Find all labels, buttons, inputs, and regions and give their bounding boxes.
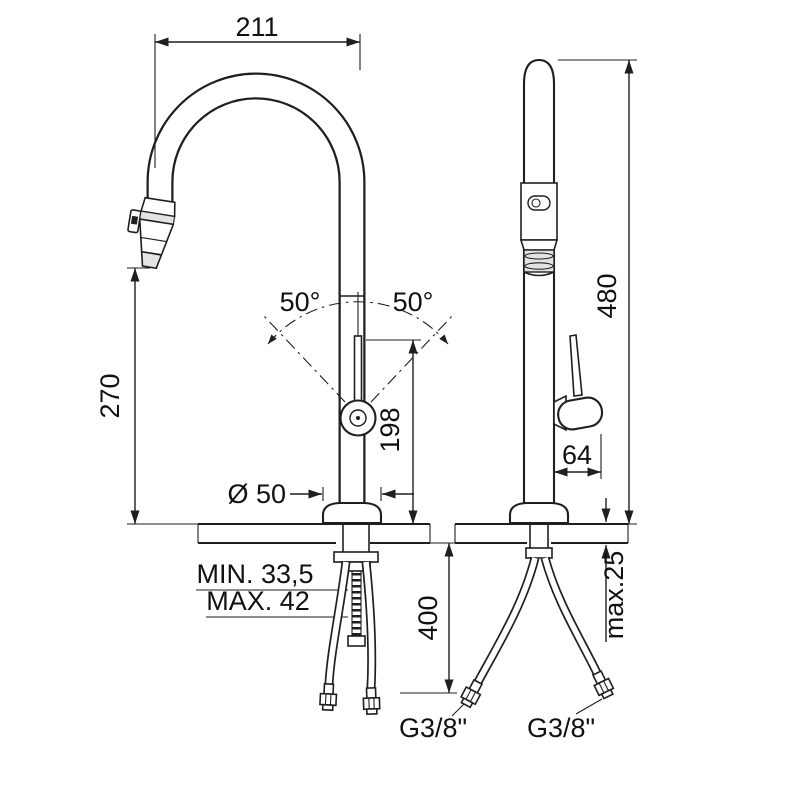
left-connection-label: G3/8" — [399, 713, 467, 743]
dim-total-height: 480 — [558, 59, 637, 525]
side-base-flange — [508, 501, 570, 525]
height-label: 270 — [95, 373, 125, 418]
dim-outlet-height: 270 — [95, 267, 200, 525]
connection-labels: G3/8" G3/8" — [399, 698, 603, 743]
side-undercounter — [459, 524, 615, 709]
side-spray-head — [519, 182, 559, 277]
deck-min-label: MIN. 33,5 — [196, 559, 313, 589]
front-base: Ø 50 — [227, 479, 414, 525]
front-spray-head — [127, 196, 176, 270]
dim-handle-height: 198 — [366, 339, 421, 524]
dim-handle-reach: 64 — [554, 434, 602, 479]
side-body — [522, 58, 556, 525]
deck-max-label: MAX. 42 — [206, 586, 310, 616]
deck-thickness-label: max.25 — [599, 551, 629, 640]
front-lever-handle — [339, 292, 377, 437]
handle-height-label: 198 — [375, 407, 405, 452]
total-height-label: 480 — [592, 273, 622, 318]
front-undercounter — [319, 524, 381, 715]
dim-deck-thickness: max.25 — [599, 498, 629, 642]
dim-hose-length: 400 — [400, 542, 457, 694]
dim-spout-reach: 211 — [154, 12, 361, 168]
swivel-right-label: 50° — [393, 287, 434, 317]
front-view: 50° 50° 211 270 198 — [95, 12, 457, 715]
handle-reach-label: 64 — [562, 440, 592, 470]
reach-label: 211 — [235, 12, 278, 42]
base-diameter-label: Ø 50 — [227, 479, 286, 509]
side-left-fitting — [459, 678, 484, 709]
front-countertop — [197, 522, 431, 545]
side-view: 480 64 max.25 — [399, 58, 637, 743]
right-connection-label: G3/8" — [527, 713, 595, 743]
front-left-fitting — [319, 682, 338, 712]
side-countertop — [454, 522, 629, 545]
hose-length-label: 400 — [413, 595, 443, 640]
side-lever-handle — [553, 334, 604, 432]
front-right-fitting — [362, 687, 381, 715]
front-spout-tube — [146, 72, 366, 523]
swivel-range: 50° 50° — [262, 287, 454, 403]
side-right-fitting — [591, 669, 615, 700]
deck-thickness-labels: MIN. 33,5 MAX. 42 — [196, 559, 348, 618]
swivel-left-label: 50° — [280, 287, 321, 317]
